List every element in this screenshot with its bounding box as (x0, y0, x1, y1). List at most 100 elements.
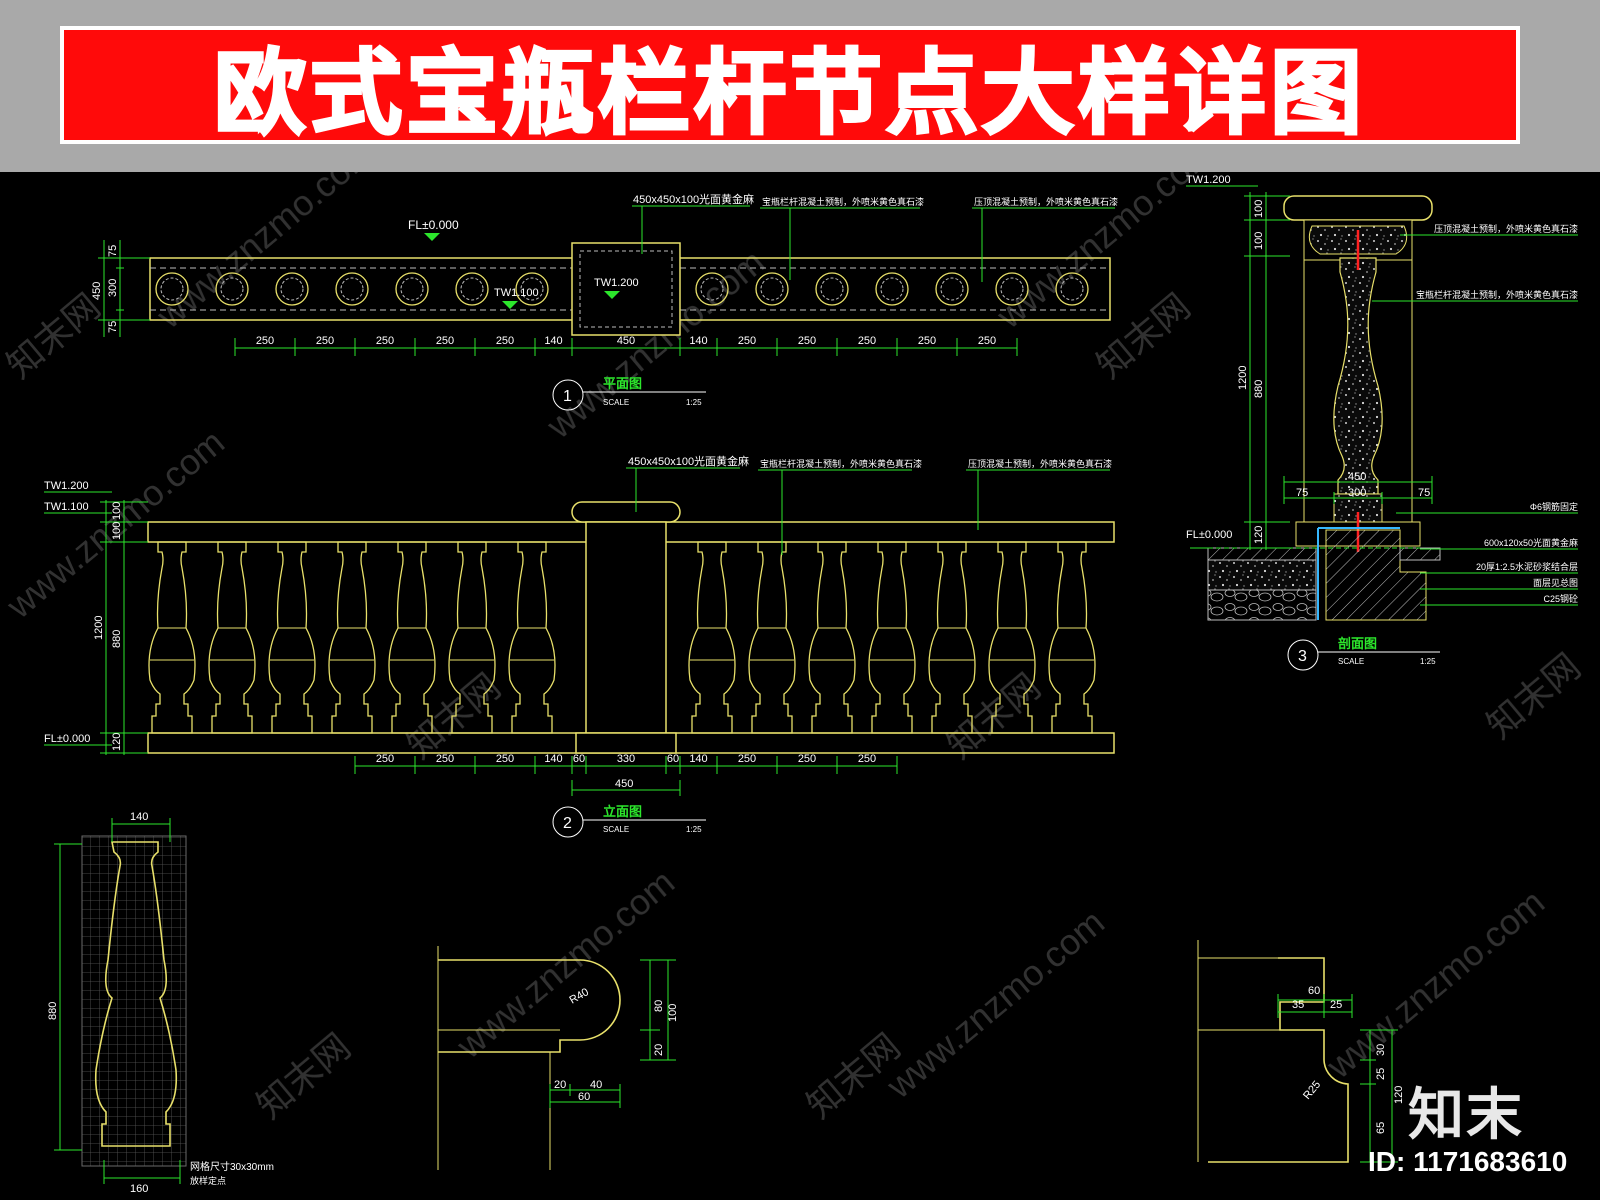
dim-v: 100 (111, 502, 123, 520)
baluster (148, 541, 196, 734)
dim-v: 100 (1253, 232, 1265, 250)
baluster (388, 541, 436, 734)
dim-h: 250 (376, 753, 394, 765)
dim-h: 250 (918, 335, 936, 347)
view-number-circle (552, 379, 584, 411)
baluster (688, 541, 736, 734)
post-cap (571, 501, 681, 523)
dim-v: 1200 (93, 616, 105, 640)
baluster (808, 541, 856, 734)
scale-word: SCALE (603, 825, 629, 834)
dim-v: 20 (653, 1044, 665, 1056)
level-tw1200: TW1.200 (44, 480, 89, 492)
watermark-cn: 知末网 (1479, 645, 1588, 746)
callout-baluster: 宝瓶栏杆混凝土预制，外喷米黄色真石漆 (760, 458, 922, 469)
dim-h: 250 (858, 335, 876, 347)
dim-h: 140 (689, 335, 707, 347)
dim-v: 65 (1375, 1122, 1387, 1134)
dim-v: 100 (111, 522, 123, 540)
dim-h: 250 (256, 335, 274, 347)
level-fl: FL±0.000 (1186, 529, 1232, 541)
watermark: www.znzmo.com (448, 861, 682, 1067)
dim-h: 60 (667, 753, 679, 765)
section-notes: 压顶混凝土预制，外喷米黄色真石漆宝瓶栏杆混凝土预制，外喷米黄色真石漆Φ6钢筋固定… (1372, 223, 1578, 606)
dim-radius: R25 (1301, 1079, 1323, 1102)
dim-h: 60 (573, 753, 585, 765)
cap-profile (438, 959, 621, 1053)
plan-baluster (875, 272, 909, 306)
view-label: 平面图 (603, 376, 642, 391)
watermark-cn: 知末网 (249, 1025, 358, 1126)
section-note: 宝瓶栏杆混凝土预制，外喷米黄色真石漆 (1416, 289, 1578, 300)
dim-v: 120 (1393, 1086, 1405, 1104)
level-tw1100: TW1.100 (494, 287, 539, 299)
dim-h: 250 (738, 335, 756, 347)
scale-word: SCALE (1338, 657, 1364, 666)
view-number-circle (552, 806, 584, 838)
plan-baluster (935, 272, 969, 306)
dim-v: 75 (107, 245, 119, 257)
dim-h: 250 (798, 753, 816, 765)
watermark: www.znzmo.com (878, 901, 1112, 1107)
dim-h: 20 (554, 1079, 566, 1091)
dim-h: 250 (436, 753, 454, 765)
plan-baluster (515, 272, 549, 306)
level-tw1100: TW1.100 (44, 501, 89, 513)
dim-h: 25 (1330, 999, 1342, 1011)
plan-baluster (695, 272, 729, 306)
dim-h: 250 (858, 753, 876, 765)
plan-baluster (275, 272, 309, 306)
scale-value: 1:25 (686, 398, 702, 407)
dim-h: 330 (617, 753, 635, 765)
view-number: 2 (563, 815, 572, 832)
view-label: 剖面图 (1338, 636, 1377, 651)
dim-v: 25 (1375, 1068, 1387, 1080)
dim-v: 30 (1375, 1044, 1387, 1056)
callout-baluster: 宝瓶栏杆混凝土预制，外喷米黄色真石漆 (762, 196, 924, 207)
section-note: 压顶混凝土预制，外喷米黄色真石漆 (1434, 223, 1578, 234)
plan-baluster (215, 272, 249, 306)
plan-baluster (395, 272, 429, 306)
level-fl: FL±0.000 (408, 218, 459, 232)
view-number-circle (1287, 639, 1319, 671)
baluster-profile (94, 841, 178, 1147)
brand-logo: 知末 (1408, 1083, 1524, 1148)
plan-baluster (335, 272, 369, 306)
baluster (448, 541, 496, 734)
callout-post: 450x450x100光面黄金麻 (633, 192, 754, 206)
plan-post (571, 242, 681, 336)
dim-h: 140 (689, 753, 707, 765)
view-number: 1 (563, 388, 572, 405)
baluster (328, 541, 376, 734)
image-id: ID: 1171683610 (1368, 1146, 1568, 1177)
base-detail: 60 35 25 R25 30 25 120 65 (1197, 940, 1405, 1163)
dim-top: 140 (130, 811, 148, 823)
dim-w: 75 (1296, 487, 1308, 499)
baluster-detail: 140 880 160 网格尺寸30x30mm 放样定点 (47, 811, 274, 1195)
dim-h: 140 (544, 753, 562, 765)
callout-top: 压顶混凝土预制，外喷米黄色真石漆 (968, 458, 1112, 469)
dim-h: 35 (1292, 999, 1304, 1011)
level-fl: FL±0.000 (44, 733, 90, 745)
title-banner: 欧式宝瓶栏杆节点大样详图 (0, 0, 1600, 172)
post-base (575, 732, 677, 754)
dim-radius: R40 (568, 986, 591, 1006)
dim-v: 880 (1253, 380, 1265, 398)
cap-detail: R40 80 100 20 20 40 60 (437, 946, 679, 1170)
title-box: 欧式宝瓶栏杆节点大样详图 (60, 26, 1520, 148)
dim-h: 250 (496, 753, 514, 765)
baluster (748, 541, 796, 734)
plan-baluster (155, 272, 189, 306)
dim-h: 250 (376, 335, 394, 347)
baluster (868, 541, 916, 734)
callout-post: 450x450x100光面黄金麻 (628, 454, 749, 468)
dim-v: 75 (107, 321, 119, 333)
page-title: 欧式宝瓶栏杆节点大样详图 (212, 38, 1366, 148)
callout-top: 压顶混凝土预制，外喷米黄色真石漆 (974, 196, 1118, 207)
section-footing (1325, 529, 1427, 621)
plan-baluster (455, 272, 489, 306)
post-total-dim: 450 (615, 778, 633, 790)
plan-baluster-circles (155, 272, 1089, 306)
scale-value: 1:25 (686, 825, 702, 834)
dim-v: 100 (1253, 200, 1265, 218)
